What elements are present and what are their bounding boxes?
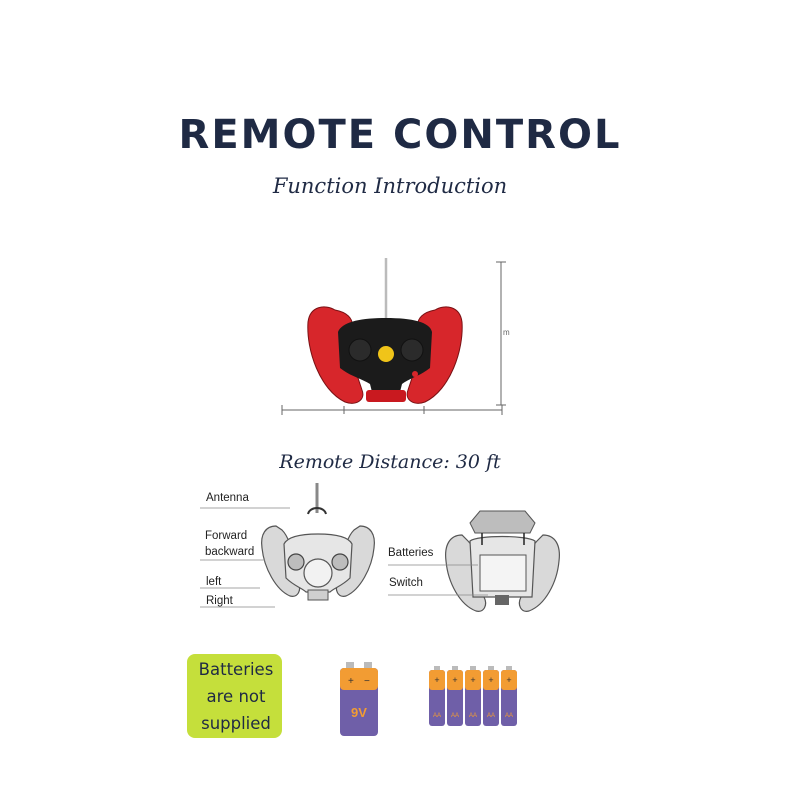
svg-text:AA: AA xyxy=(487,713,495,719)
battery-aa-icon: + AA xyxy=(501,666,517,726)
battery-aa-icon: + AA xyxy=(429,666,445,726)
notice-line: supplied xyxy=(201,714,271,733)
battery-aa-icon: + AA xyxy=(465,666,481,726)
batteries-notice-text: Batteries are not supplied xyxy=(190,656,282,737)
front-diagram-leader-lines xyxy=(200,507,290,608)
dimension-mark: m xyxy=(503,328,510,337)
notice-line: Batteries xyxy=(198,660,274,679)
svg-text:+: + xyxy=(434,675,439,685)
svg-text:−: − xyxy=(364,676,370,687)
battery-aa-icon: + AA xyxy=(483,666,499,726)
battery-9v-label: 9V xyxy=(351,705,367,720)
label-backward: backward xyxy=(205,546,255,558)
battery-aa-icon: + AA xyxy=(447,666,463,726)
battery-9v-icon: + − 9V xyxy=(340,662,378,736)
svg-text:+: + xyxy=(470,675,475,685)
notice-line: are not xyxy=(206,687,266,706)
svg-text:AA: AA xyxy=(505,713,513,719)
front-diagram xyxy=(261,483,375,601)
svg-text:+: + xyxy=(348,676,354,687)
label-right: Right xyxy=(206,595,233,607)
svg-text:+: + xyxy=(506,675,511,685)
batteries-notice-badge xyxy=(187,654,282,738)
svg-text:AA: AA xyxy=(469,713,477,719)
back-diagram xyxy=(445,510,560,612)
svg-text:+: + xyxy=(488,675,493,685)
svg-text:+: + xyxy=(452,675,457,685)
label-batteries: Batteries xyxy=(388,547,434,559)
label-antenna: Antenna xyxy=(206,492,249,504)
label-left: left xyxy=(206,576,222,588)
svg-text:AA: AA xyxy=(451,713,459,719)
label-forward: Forward xyxy=(205,530,248,542)
battery-aa-group-icon: + AA + AA + AA + AA + AA xyxy=(429,666,517,726)
controller-photo: m xyxy=(281,258,510,415)
remote-distance: Remote Distance: 30 ft xyxy=(279,451,501,473)
svg-text:AA: AA xyxy=(433,713,441,719)
back-diagram-leader-lines xyxy=(388,564,488,596)
label-switch: Switch xyxy=(389,577,423,589)
page-title: REMOTE CONTROL xyxy=(178,112,622,158)
page-subtitle: Function Introduction xyxy=(272,174,508,198)
